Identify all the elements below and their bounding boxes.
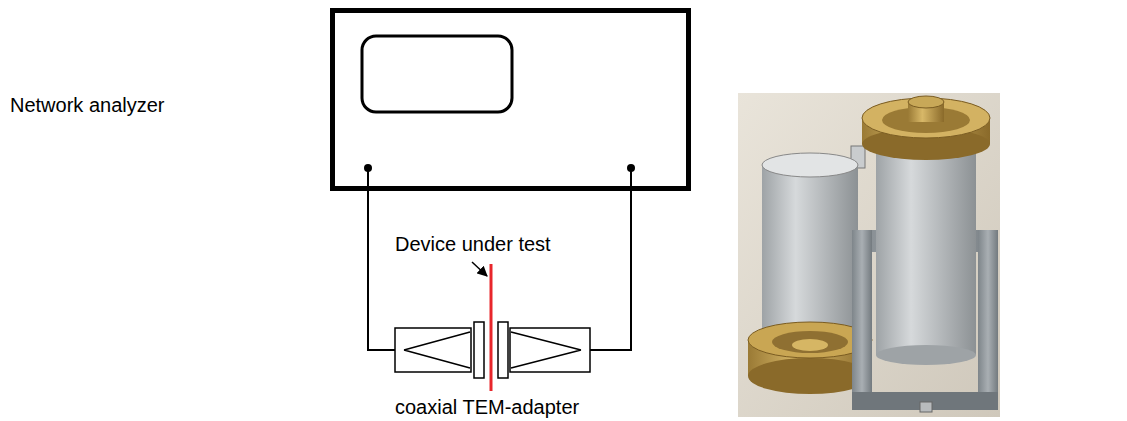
cable <box>368 168 395 350</box>
adapter-label: coaxial TEM-adapter <box>395 395 579 419</box>
adapter-symbol <box>498 322 590 378</box>
adapter-symbol <box>395 322 484 378</box>
leader-arrow <box>472 262 487 276</box>
analyzer-box: Network analyzer <box>330 8 691 191</box>
node-title: Network analyzer <box>10 93 165 117</box>
cable <box>590 168 631 350</box>
dut-label: Device under test <box>395 232 551 256</box>
photo <box>738 93 1000 417</box>
dut-line <box>490 264 493 391</box>
screen <box>362 36 512 112</box>
